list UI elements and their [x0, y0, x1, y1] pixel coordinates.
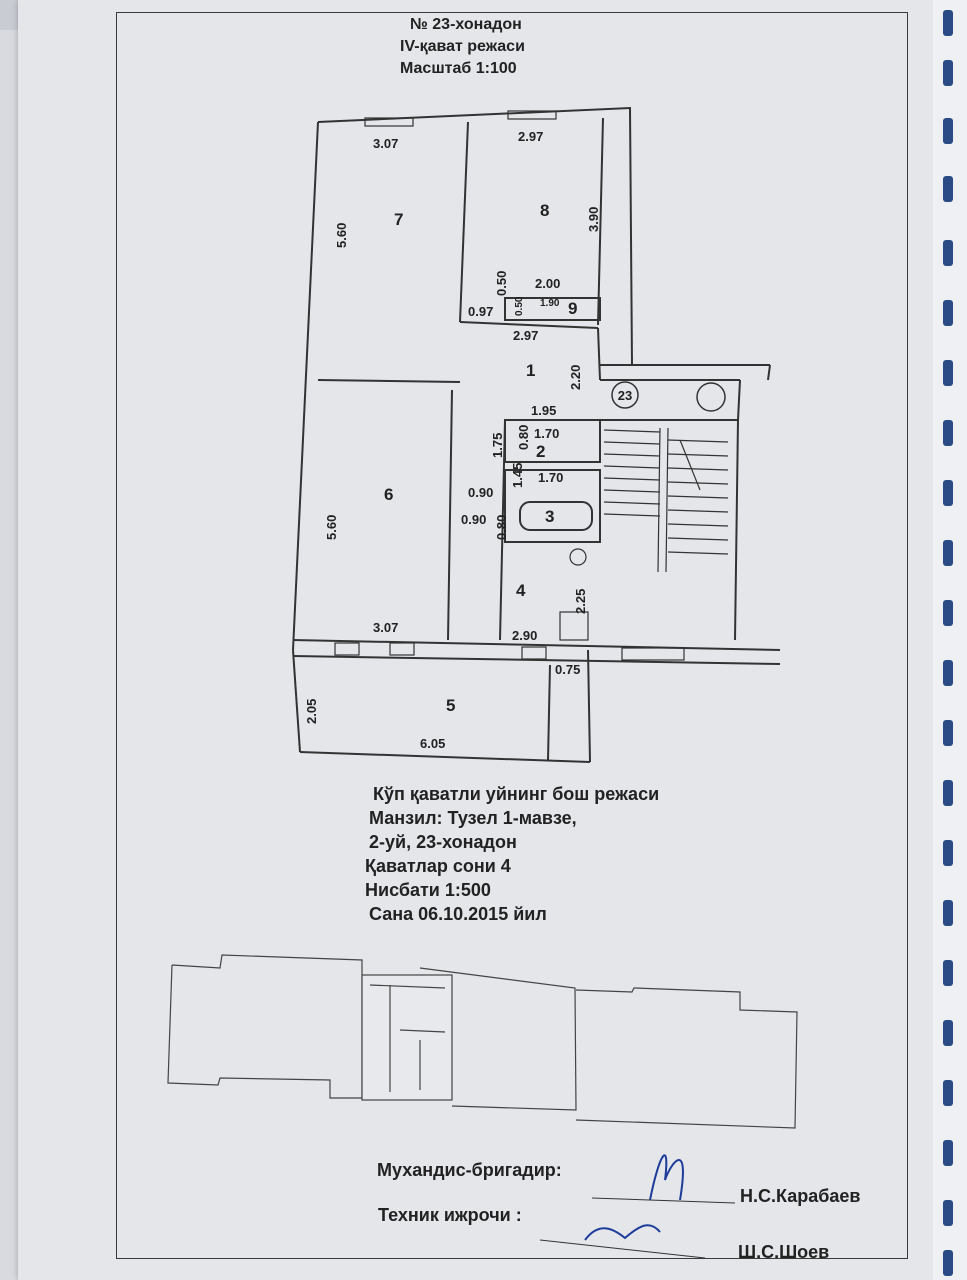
floor-plan-label: IV-қават режаси	[400, 38, 525, 55]
dim-corridor-length: 2.20	[568, 365, 583, 390]
engineer-sign-line	[591, 1197, 736, 1204]
info-address: Манзил: Тузел 1-мавзе,	[369, 808, 577, 828]
dim-r7-width: 3.07	[373, 136, 398, 151]
dim-r9-side: 0.50	[494, 271, 509, 296]
sink	[569, 548, 587, 566]
room-3-label: 3	[545, 507, 554, 526]
dim-r6-length: 5.60	[324, 515, 339, 540]
walls	[292, 106, 781, 763]
technician-row: Техник ижрочи :	[378, 1205, 522, 1226]
dim-r5-length: 2.05	[304, 699, 319, 724]
room-4-label: 4	[516, 581, 526, 600]
info-title: Кўп қаватли уйнинг бош режаси	[373, 784, 660, 804]
dim-door-097: 0.97	[468, 304, 493, 319]
dim-r8-length: 3.90	[586, 207, 601, 232]
dim-door-090a: 0.90	[468, 485, 493, 500]
stair-number-circle	[611, 381, 639, 409]
stair-number: 23	[618, 388, 632, 403]
dim-r9-width: 2.00	[535, 276, 560, 291]
engineer-name: Н.С.Карабаев	[740, 1186, 861, 1206]
dim-r4-length: 2.25	[573, 589, 588, 614]
engineer-row: Мухандис-бригадир:	[377, 1160, 562, 1181]
info-floors: Қаватлар сони 4	[365, 856, 511, 876]
apartment-number: № 23-хонадон	[410, 16, 522, 33]
stairs	[603, 427, 729, 573]
page-frame	[116, 12, 908, 1259]
spiral-binding	[933, 0, 967, 1280]
room-5-label: 5	[446, 696, 455, 715]
info-date: Сана 06.10.2015 йил	[369, 904, 547, 924]
room-7-label: 7	[394, 210, 403, 229]
engineer-label: Мухандис-бригадир:	[377, 1160, 562, 1180]
technician-name: Ш.С.Шоев	[738, 1242, 830, 1262]
dim-r5-width: 6.05	[420, 736, 445, 751]
info-block: Кўп қаватли уйнинг бош режаси Манзил: Ту…	[365, 782, 745, 926]
dim-r3-width: 1.70	[538, 470, 563, 485]
technician-sign-line	[539, 1239, 706, 1259]
dim-r4-width: 2.90	[512, 628, 537, 643]
dim-r3-length: 1.45	[510, 463, 525, 488]
room-6-label: 6	[384, 485, 393, 504]
technician-label: Техник ижрочи :	[378, 1205, 522, 1225]
engineer-signature	[649, 1154, 684, 1201]
dim-door-080: 0.80	[494, 515, 509, 540]
dim-r6-width: 3.07	[373, 620, 398, 635]
info-ratio: Нисбати 1:500	[365, 880, 491, 900]
room-1-label: 1	[526, 361, 535, 380]
room-9-label: 9	[568, 299, 577, 318]
dim-r2-length: 1.75	[490, 433, 505, 458]
info-house: 2-уй, 23-хонадон	[369, 832, 517, 852]
stove	[559, 611, 589, 641]
site-plan	[167, 954, 798, 1129]
dim-r8-width: 2.97	[518, 129, 543, 144]
room-2-label: 2	[536, 442, 545, 461]
dim-r2-inner: 1.70	[534, 426, 559, 441]
dim-corridor-width: 2.97	[513, 328, 538, 343]
dim-r9-small: 0.50	[514, 296, 525, 316]
dim-r9-inner: 1.90	[540, 298, 560, 309]
plan-title-block: № 23-хонадон IV-қават режаси Масштаб 1:1…	[400, 14, 620, 80]
document-page	[18, 0, 933, 1280]
room-8-label: 8	[540, 201, 549, 220]
dim-r5-side: 0.75	[555, 662, 580, 677]
scale-label: Масштаб 1:100	[400, 60, 517, 77]
dim-r2-door: 0.80	[516, 425, 531, 450]
technician-signature	[584, 1224, 661, 1241]
column-circle	[696, 382, 726, 412]
dim-r7-length: 5.60	[334, 223, 349, 248]
dim-door-090b: 0.90	[461, 512, 486, 527]
dim-r2-width: 1.95	[531, 403, 556, 418]
windows	[334, 110, 685, 661]
